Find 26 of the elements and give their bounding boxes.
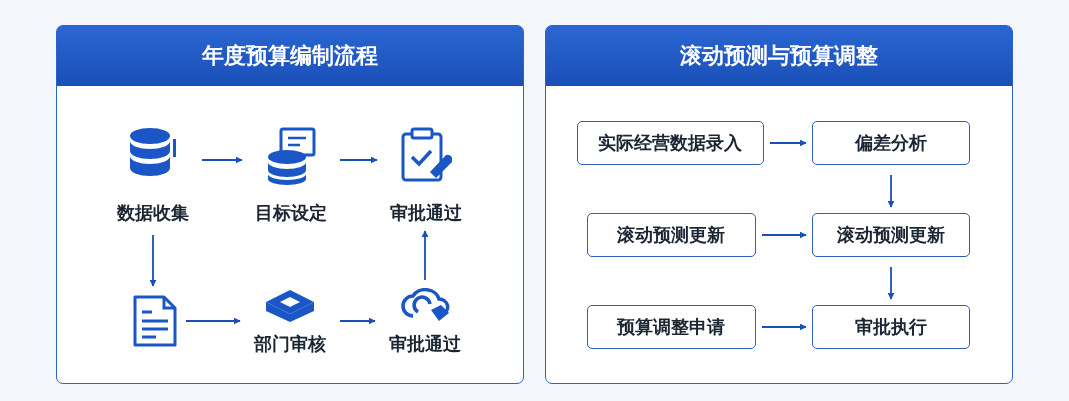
step-label: 审批通过 bbox=[388, 200, 463, 225]
process-box: 偏差分析 bbox=[811, 120, 970, 165]
arrow bbox=[339, 156, 378, 164]
arrow bbox=[887, 174, 895, 208]
step-label: 部门审核 bbox=[252, 331, 327, 356]
arrow bbox=[339, 317, 376, 325]
step-label: 目标设定 bbox=[253, 200, 328, 225]
process-box: 实际经营数据录入 bbox=[576, 120, 764, 165]
arrow bbox=[185, 317, 241, 325]
arrow bbox=[761, 231, 807, 239]
panel-title: 滚动预测与预算调整 bbox=[679, 42, 879, 70]
step-label: 数据收集 bbox=[115, 200, 190, 225]
arrow bbox=[769, 139, 807, 147]
process-box: 滚动预测更新 bbox=[586, 212, 756, 257]
arrow bbox=[887, 266, 895, 300]
panel-title: 年度预算编制流程 bbox=[200, 42, 379, 70]
panel bbox=[545, 25, 1013, 384]
process-box: 预算调整申请 bbox=[586, 304, 756, 349]
panel bbox=[56, 25, 524, 384]
process-box: 审批执行 bbox=[811, 304, 970, 349]
arrow bbox=[149, 234, 157, 287]
arrow bbox=[421, 230, 429, 281]
arrow bbox=[761, 323, 807, 331]
process-box: 滚动预测更新 bbox=[811, 212, 970, 257]
step-label: 审批通过 bbox=[387, 331, 462, 356]
arrow bbox=[201, 156, 243, 164]
